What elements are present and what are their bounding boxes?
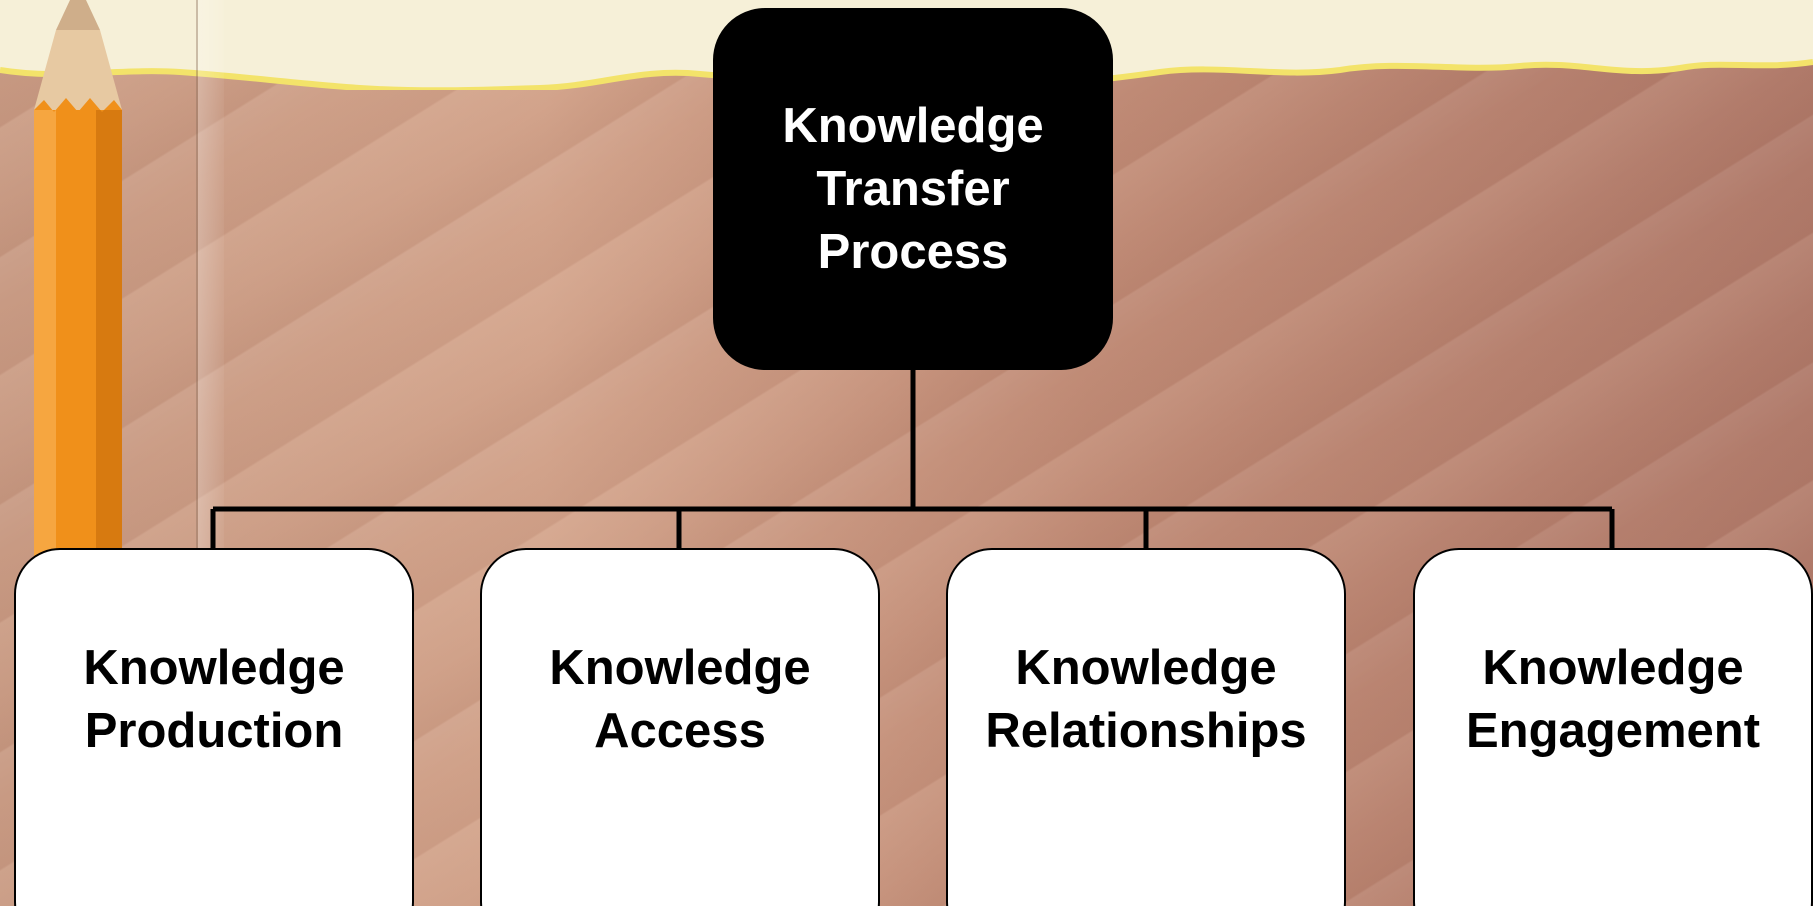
child-node-label: Knowledge Relationships [985,641,1307,758]
child-node-relationships: Knowledge Relationships [946,548,1346,906]
root-node: Knowledge Transfer Process [713,8,1113,370]
root-node-label: Knowledge Transfer Process [782,98,1044,279]
child-node-label: Knowledge Access [549,641,811,758]
child-node-label: Knowledge Engagement [1465,641,1761,758]
child-node-engagement: Knowledge Engagement [1413,548,1813,906]
child-node-access: Knowledge Access [480,548,880,906]
child-node-label: Knowledge Production [83,641,345,758]
child-node-production: Knowledge Production [14,548,414,906]
